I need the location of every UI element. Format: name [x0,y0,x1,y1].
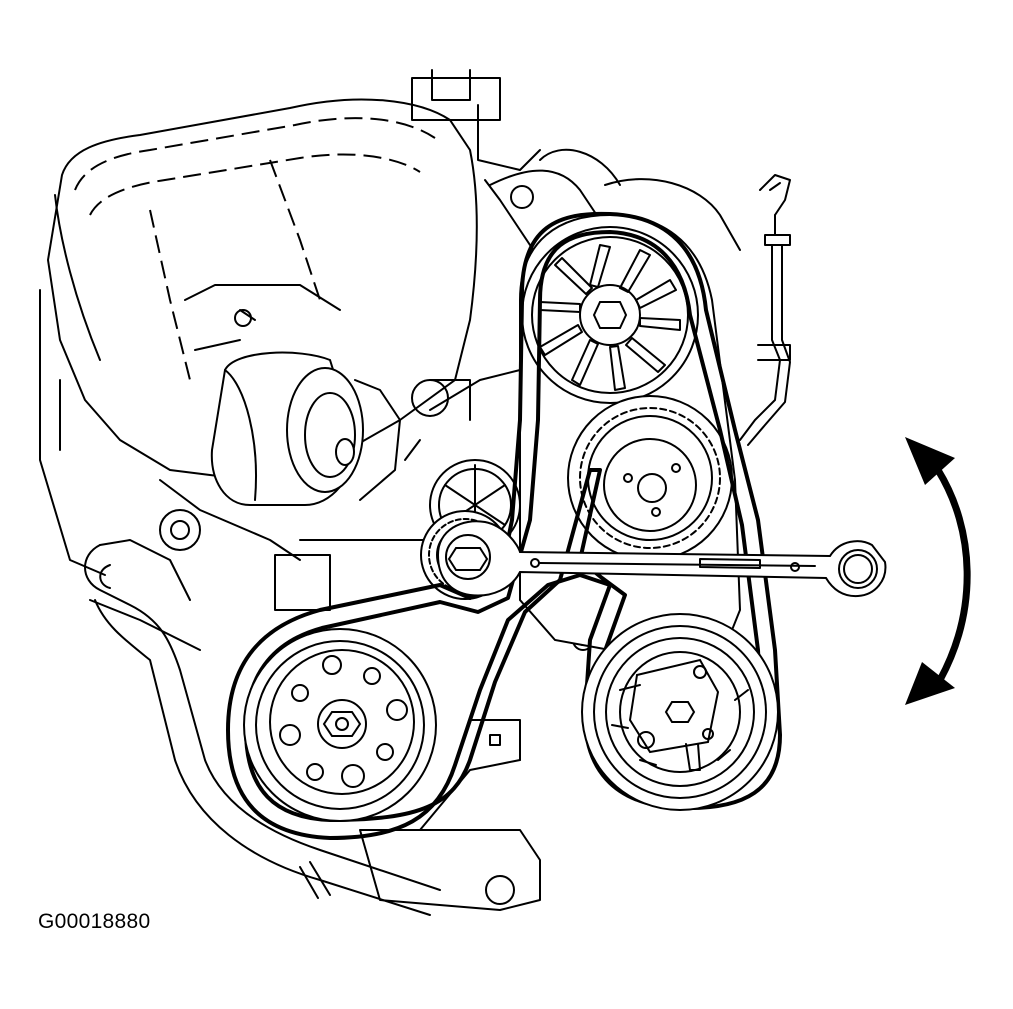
engine-block-outline [39,69,741,911]
alternator-pulley [521,226,699,404]
tensioner-wrench [436,520,887,598]
figure-id-label: G00018880 [38,910,151,933]
belt-tensioner-housing [210,351,449,506]
ac-compressor-pulley [581,613,779,811]
curved-double-arrow-icon [905,437,971,705]
toothed-idler-sprocket [567,395,733,561]
oil-dipstick [739,174,791,446]
crankshaft-pulley [243,628,437,822]
coolant-hose [84,539,441,916]
